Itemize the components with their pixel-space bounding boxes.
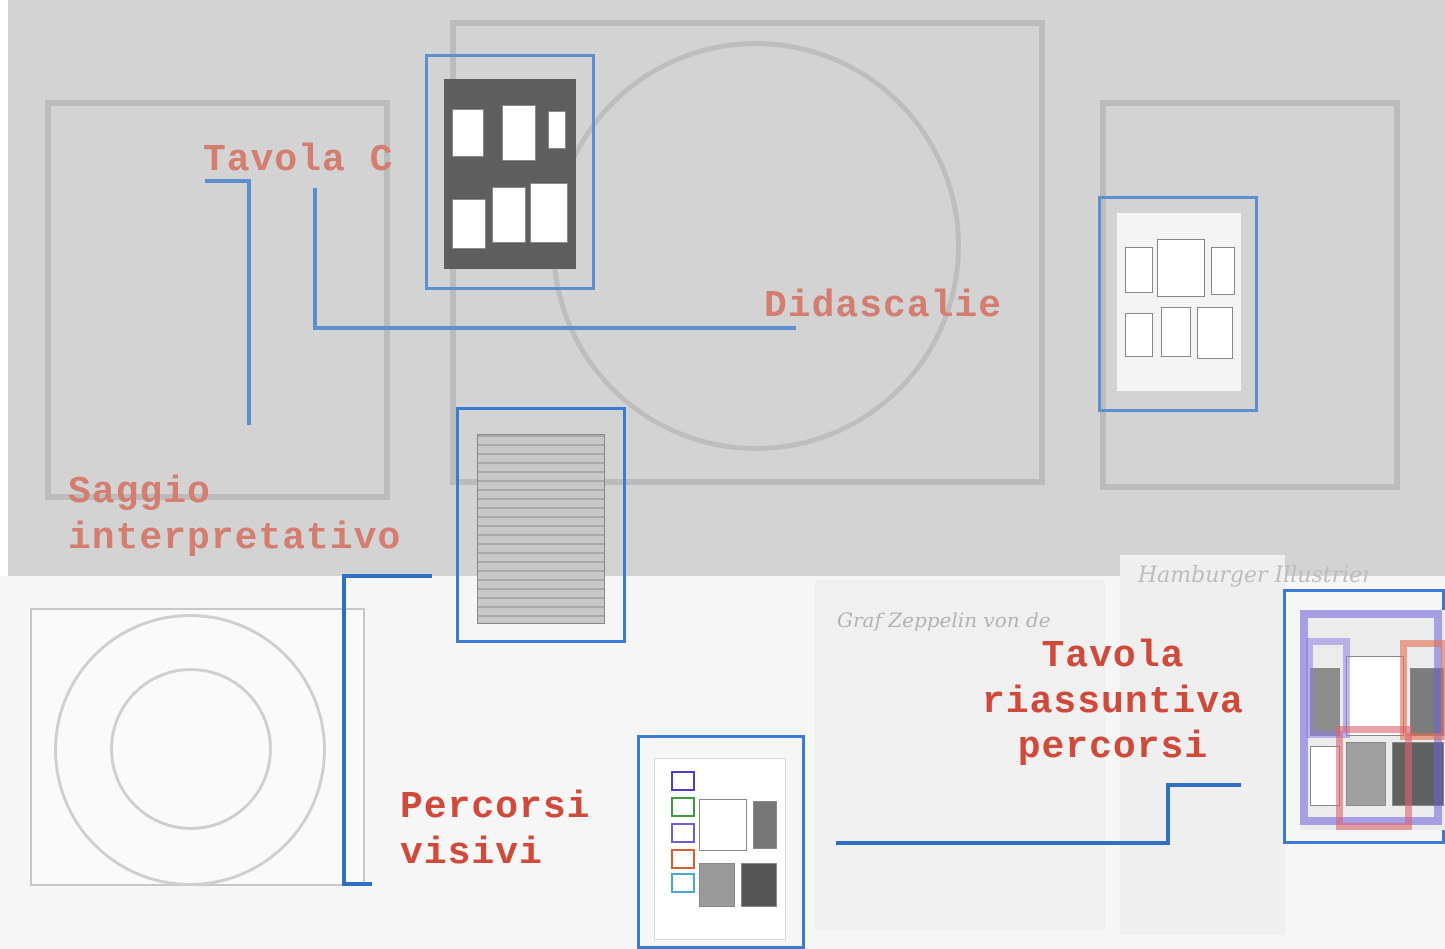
thumb-figure-2 bbox=[741, 863, 777, 907]
thumb-page bbox=[1211, 247, 1235, 295]
percorsi-thumbnail bbox=[654, 758, 786, 940]
thumb-figure bbox=[530, 183, 568, 243]
path-marker-purple bbox=[671, 771, 695, 791]
thumb-photo bbox=[699, 863, 735, 907]
zeppelin-headline: Graf Zeppelin von de bbox=[837, 608, 1051, 632]
background-zeppelin-page: Graf Zeppelin von de bbox=[815, 580, 1105, 930]
thumb-photo bbox=[1161, 307, 1191, 357]
thumb-photo bbox=[1346, 742, 1386, 806]
thumb-armillary bbox=[452, 109, 484, 157]
percorsi-thumbnail-frame[interactable] bbox=[637, 735, 805, 949]
tavola-c-thumbnail bbox=[444, 79, 576, 269]
thumb-orbit bbox=[1310, 746, 1340, 806]
connector-didascalie-vertical bbox=[313, 188, 317, 330]
label-didascalie: Didascalie bbox=[764, 285, 1003, 328]
connector-saggio-bottom bbox=[342, 882, 372, 886]
thumb-orbit bbox=[1125, 313, 1153, 357]
path-marker-cyan bbox=[671, 873, 695, 893]
summary-path-orange bbox=[1400, 640, 1445, 740]
background-newspaper-page: Hamburger Illustrierte bbox=[1120, 555, 1368, 935]
thumb-chart bbox=[502, 105, 536, 161]
newspaper-masthead: Hamburger Illustrierte bbox=[1138, 563, 1368, 588]
path-marker-orange bbox=[671, 849, 695, 869]
tavola-c-thumbnail-frame[interactable] bbox=[425, 54, 595, 290]
path-marker-green bbox=[671, 797, 695, 817]
thumb-orbit bbox=[452, 199, 486, 249]
thumb-photo bbox=[492, 187, 526, 243]
label-tavola-c: Tavola C bbox=[203, 139, 394, 182]
thumb-armillary bbox=[1125, 247, 1153, 293]
saggio-thumbnail-frame[interactable] bbox=[456, 407, 626, 643]
thumb-figure bbox=[753, 801, 777, 849]
thumb-chart bbox=[699, 799, 747, 851]
riassuntiva-thumbnail bbox=[1300, 610, 1445, 830]
label-percorsi-visivi: Percorsi visivi bbox=[400, 786, 591, 875]
background-armillary-sphere-figure bbox=[45, 100, 390, 500]
background-illustrated-page bbox=[1100, 100, 1400, 490]
thumb-chart bbox=[1157, 239, 1205, 297]
connector-tavola-c-vertical bbox=[247, 179, 251, 425]
didascalie-thumbnail bbox=[1117, 213, 1241, 391]
summary-path-purple-2 bbox=[1306, 638, 1350, 738]
connector-riassuntiva-vertical bbox=[1166, 783, 1170, 845]
connector-riassuntiva-top bbox=[1166, 783, 1241, 787]
path-marker-purple-2 bbox=[671, 823, 695, 843]
connector-didascalie-horizontal bbox=[313, 326, 796, 330]
label-tavola-riassuntiva-percorsi: Tavola riassuntiva percorsi bbox=[982, 635, 1244, 770]
didascalie-thumbnail-frame[interactable] bbox=[1098, 196, 1258, 412]
background-chart-circle bbox=[551, 41, 961, 451]
connector-tavola-c-horizontal bbox=[205, 179, 251, 183]
thumb-page bbox=[548, 111, 566, 149]
riassuntiva-thumbnail-frame[interactable] bbox=[1283, 589, 1445, 844]
thumb-figure bbox=[1197, 307, 1233, 359]
connector-riassuntiva-horizontal bbox=[836, 841, 1170, 845]
orbit-outer-ring bbox=[54, 614, 326, 886]
orbit-inner-ring bbox=[110, 668, 272, 830]
summary-path-red bbox=[1336, 726, 1412, 830]
summary-path-purple bbox=[1300, 610, 1442, 825]
background-orbit-diagram bbox=[30, 608, 365, 886]
label-saggio-interpretativo: Saggio interpretativo bbox=[68, 471, 402, 560]
connector-saggio-vertical bbox=[342, 574, 346, 886]
connector-saggio-top bbox=[342, 574, 432, 578]
saggio-text-page-thumbnail bbox=[477, 434, 605, 624]
